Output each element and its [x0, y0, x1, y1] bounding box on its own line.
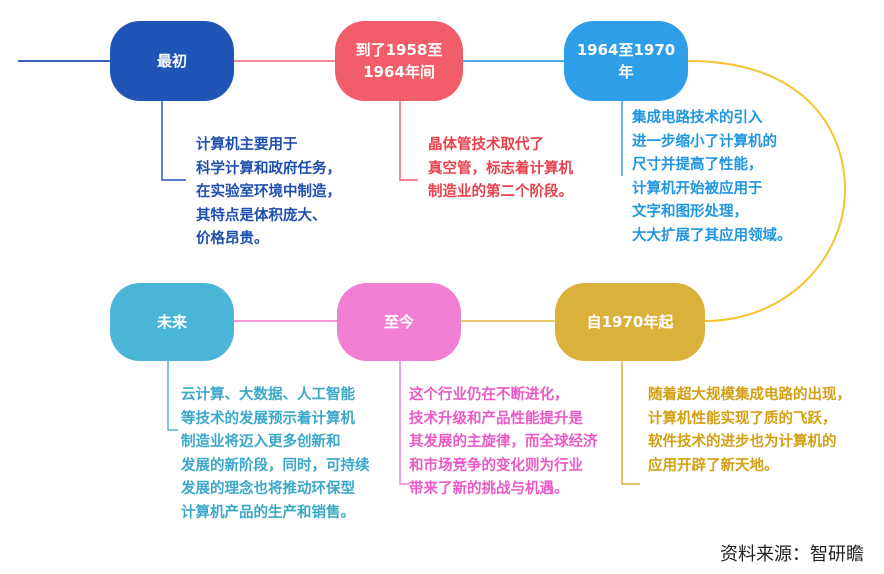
stage-node-1958-1964: 到了1958至1964年间 — [335, 21, 463, 101]
desc-line: 制造业将迈入更多创新和 — [181, 434, 341, 450]
desc-line: 真空管，标志着计算机 — [428, 160, 573, 177]
stage-node-1964-1970: 1964至1970年 — [564, 21, 688, 101]
desc-line: 应用开辟了新天地。 — [648, 457, 779, 474]
connector-3-4-curve — [685, 59, 847, 322]
desc-line: 晶体管技术取代了 — [428, 137, 544, 153]
desc-line: 价格昂贵。 — [196, 231, 269, 247]
desc-line: 云计算、大数据、人工智能 — [181, 387, 355, 403]
stage-description-present: 这个行业仍在不断进化， 技术升级和产品性能提升是 其发展的主旋律，而全球经济 和… — [409, 384, 598, 502]
desc-line: 带来了新的挑战与机遇。 — [409, 481, 569, 497]
desc-line: 文字和图形处理， — [632, 204, 748, 220]
desc-line: 这个行业仍在不断进化， — [409, 387, 569, 403]
desc-line: 计算机主要用于 — [196, 137, 298, 153]
bracket-stage-1 — [161, 101, 186, 181]
bracket-stage-4 — [621, 361, 640, 485]
stage-description-1958-1964: 晶体管技术取代了 真空管，标志着计算机 制造业的第二个阶段。 — [428, 134, 573, 205]
desc-line: 大大扩展了其应用领域。 — [632, 227, 792, 244]
bracket-stage-6 — [167, 361, 178, 431]
desc-line: 尺寸并提高了性能， — [632, 157, 763, 173]
bracket-stage-2 — [399, 101, 418, 181]
bracket-stage-5 — [399, 361, 410, 485]
desc-line: 科学计算和政府任务， — [196, 160, 341, 177]
stage-title: 至今 — [383, 313, 414, 331]
desc-line: 制造业的第二个阶段。 — [428, 184, 573, 200]
stage-title: 1964至1970年 — [576, 41, 676, 81]
source-note: 资料来源：智研瞻 — [720, 544, 864, 565]
desc-line: 集成电路技术的引入 — [632, 110, 763, 126]
stage-node-since-1970: 自1970年起 — [555, 283, 705, 361]
stage-node-future: 未来 — [110, 283, 234, 361]
stage-description-1964-1970: 集成电路技术的引入 进一步缩小了计算机的 尺寸并提高了性能， 计算机开始被应用于… — [632, 107, 792, 248]
desc-line: 其发展的主旋律，而全球经济 — [409, 434, 598, 450]
desc-line: 随着超大规模集成电路的出现， — [648, 387, 851, 403]
desc-line: 发展的新阶段，同时，可持续 — [181, 457, 370, 474]
desc-line: 计算机产品的生产和销售。 — [181, 504, 355, 521]
desc-line: 发展的理念也将推动环保型 — [181, 481, 355, 497]
desc-line: 进一步缩小了计算机的 — [632, 133, 777, 150]
desc-line: 技术升级和产品性能提升是 — [409, 410, 583, 427]
stage-node-earliest: 最初 — [110, 21, 234, 101]
stage-title: 到了1958至1964年间 — [355, 41, 443, 81]
desc-line: 等技术的发展预示着计算机 — [181, 410, 355, 427]
stage-description-future: 云计算、大数据、人工智能 等技术的发展预示着计算机 制造业将迈入更多创新和 发展… — [181, 384, 370, 525]
stage-title: 自1970年起 — [586, 313, 674, 331]
stage-title: 未来 — [156, 313, 187, 331]
desc-line: 在实验室环境中制造， — [196, 184, 341, 200]
desc-line: 计算机性能实现了质的飞跃， — [648, 410, 837, 427]
desc-line: 计算机开始被应用于 — [632, 180, 763, 197]
desc-line: 其特点是体积庞大、 — [196, 207, 327, 224]
desc-line: 和市场竞争的变化则为行业 — [409, 457, 583, 474]
stage-description-earliest: 计算机主要用于 科学计算和政府任务， 在实验室环境中制造， 其特点是体积庞大、 … — [196, 134, 341, 252]
stage-node-present: 至今 — [337, 283, 461, 361]
stage-title: 最初 — [156, 52, 187, 70]
desc-line: 软件技术的进步也为计算机的 — [648, 434, 837, 450]
stage-description-since-1970: 随着超大规模集成电路的出现， 计算机性能实现了质的飞跃， 软件技术的进步也为计算… — [648, 384, 851, 478]
